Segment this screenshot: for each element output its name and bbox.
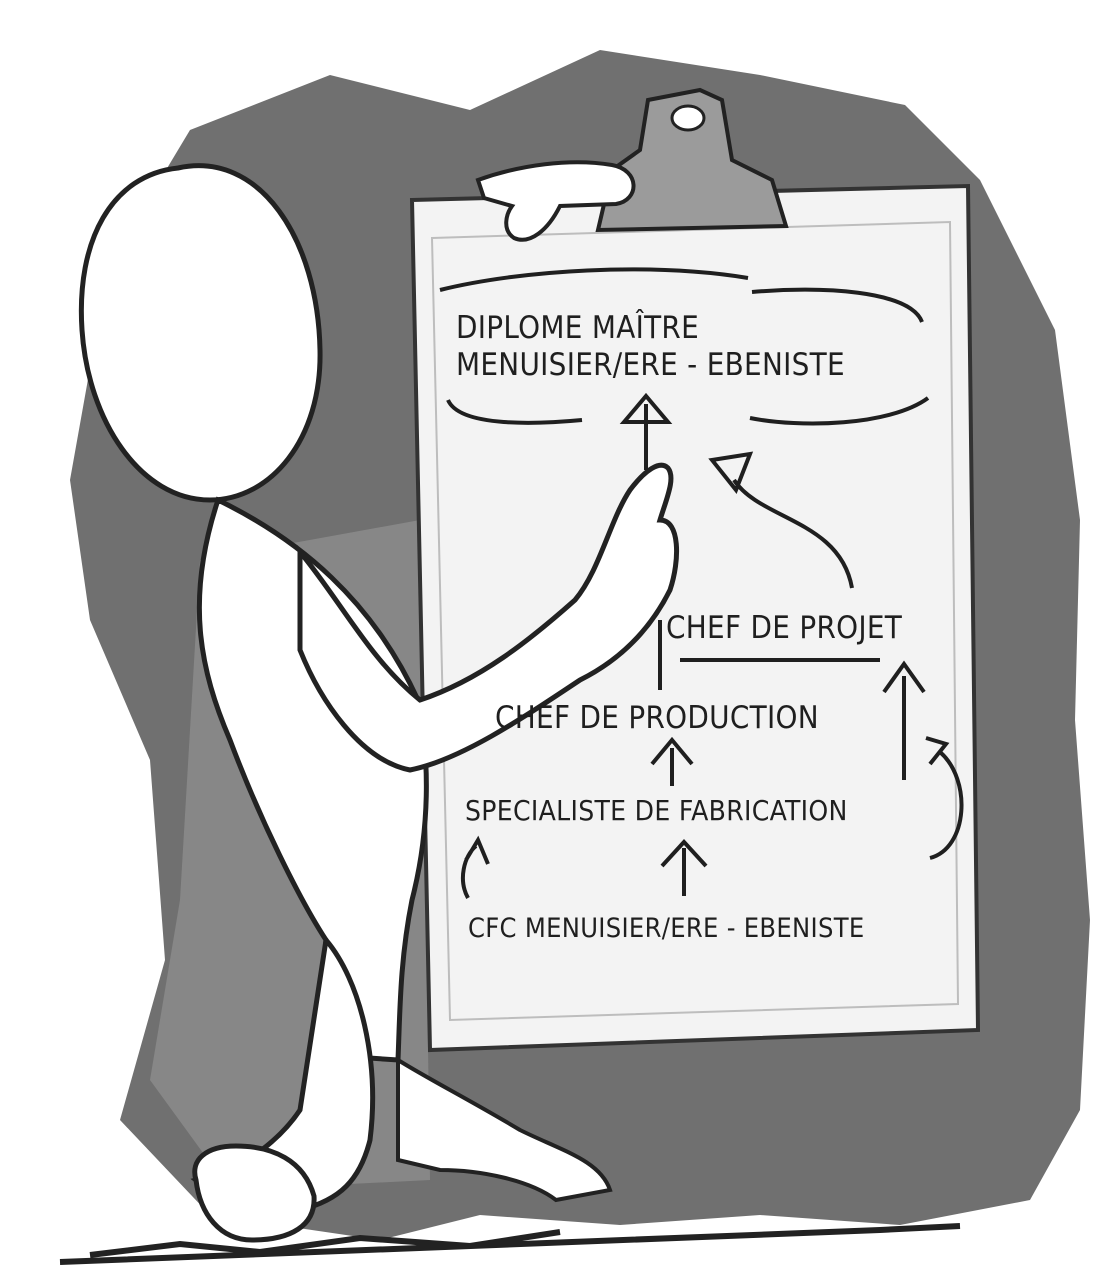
specialiste-label: SPECIALISTE DE FABRICATION [465,797,848,825]
chef-projet-label: CHEF DE PROJET [666,613,902,644]
clip-hole [672,106,704,130]
chef-production-label: CHEF DE PRODUCTION [495,703,819,734]
floor-scribble [60,1226,960,1262]
diplome-title-line-2: MENUISIER/ERE - EBENISTE [456,350,845,381]
cfc-label: CFC MENUISIER/ERE - EBENISTE [468,915,864,942]
clipboard [412,90,978,1050]
diplome-title-line-1: DIPLOME MAÎTRE [456,313,699,344]
